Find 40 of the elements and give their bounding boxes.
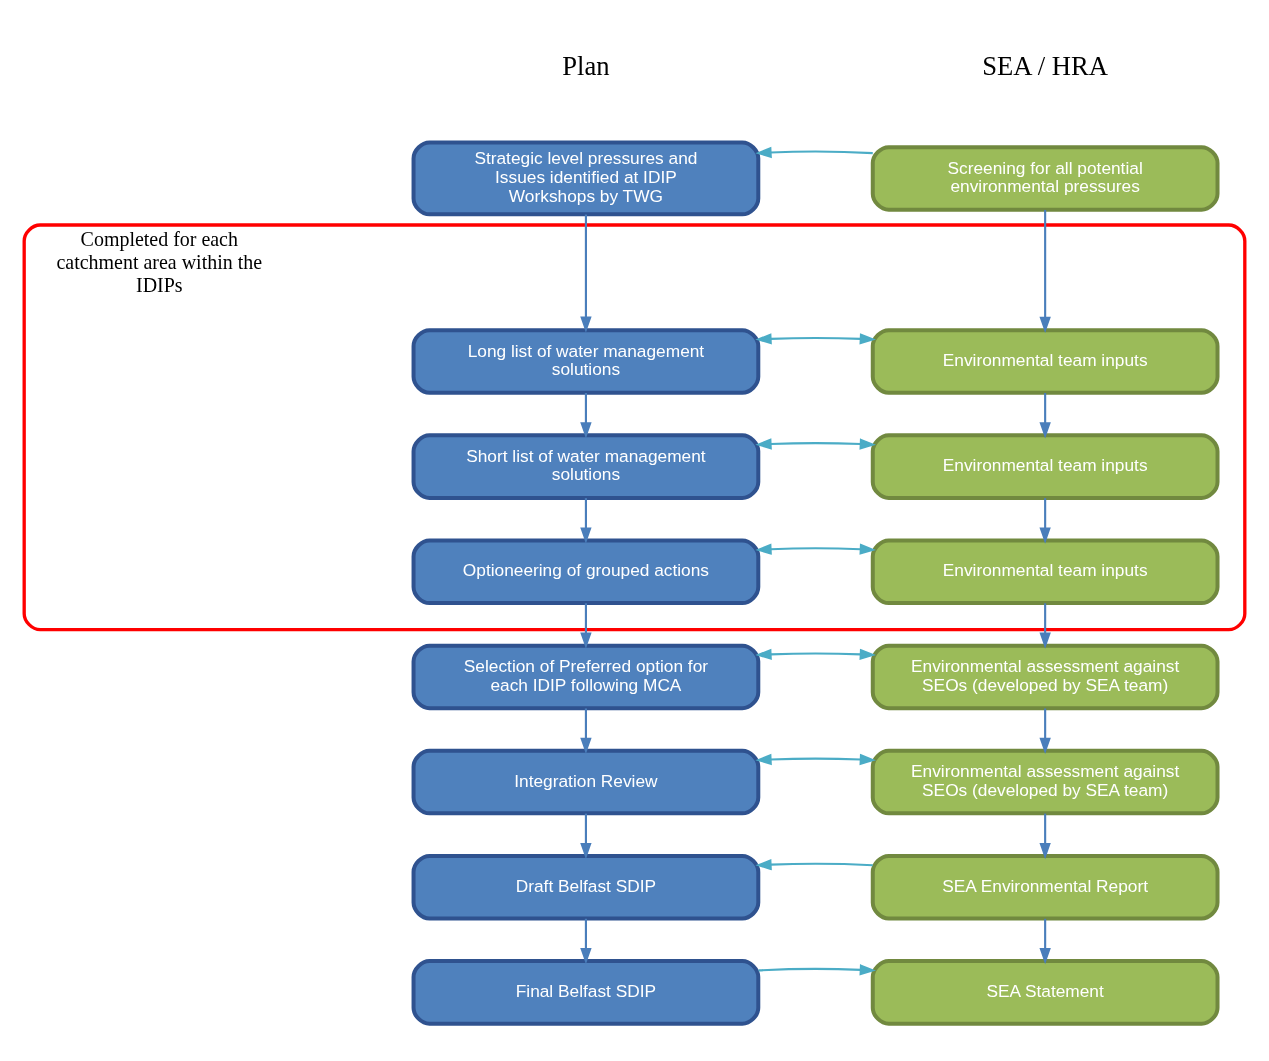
node-box: Selection of Preferred option for each IDIP following MCA bbox=[411, 643, 761, 711]
node-box: Environmental team inputs bbox=[870, 433, 1220, 500]
node-box: SEA Statement bbox=[870, 959, 1220, 1026]
arrow bbox=[1039, 708, 1051, 754]
arrow bbox=[755, 648, 876, 661]
arrow bbox=[580, 214, 592, 333]
arrow bbox=[755, 543, 876, 555]
arrow bbox=[1039, 209, 1051, 334]
node-box: Environmental team inputs bbox=[870, 328, 1220, 395]
node-box: Short list of water management solutions bbox=[411, 433, 761, 500]
arrow bbox=[580, 498, 592, 544]
arrow bbox=[755, 146, 873, 159]
arrow bbox=[755, 333, 876, 345]
arrow bbox=[1039, 498, 1051, 544]
node-box: Strategic level pressures and Issues identified at IDIP Workshops by TWG bbox=[411, 140, 761, 217]
arrow bbox=[755, 438, 876, 450]
label: SEA / HRA bbox=[982, 51, 1108, 82]
node-box: Draft Belfast SDIP bbox=[411, 853, 761, 921]
node-box: Long list of water management solutions bbox=[411, 328, 761, 395]
arrow bbox=[755, 753, 876, 766]
arrow bbox=[758, 964, 876, 976]
arrow bbox=[580, 918, 592, 965]
node-box: Environmental team inputs bbox=[870, 538, 1220, 606]
node-box: Environmental assessment against SEOs (developed by SEA team) bbox=[870, 643, 1220, 711]
arrow bbox=[1039, 813, 1051, 860]
arrow bbox=[580, 708, 592, 754]
arrow bbox=[1039, 393, 1051, 439]
node-box: Optioneering of grouped actions bbox=[411, 538, 761, 606]
node-box: Integration Review bbox=[411, 748, 761, 816]
node-box: Final Belfast SDIP bbox=[411, 959, 761, 1026]
arrow bbox=[580, 603, 592, 649]
arrow bbox=[755, 858, 873, 871]
arrow bbox=[580, 393, 592, 439]
node-box: SEA Environmental Report bbox=[870, 853, 1220, 921]
arrow bbox=[1039, 603, 1051, 649]
label: Plan bbox=[562, 51, 610, 82]
node-box: Environmental assessment against SEOs (developed by SEA team) bbox=[870, 748, 1220, 816]
node-box: Screening for all potential environmental pressures bbox=[870, 145, 1220, 212]
arrow bbox=[1039, 918, 1051, 965]
arrow bbox=[580, 813, 592, 860]
